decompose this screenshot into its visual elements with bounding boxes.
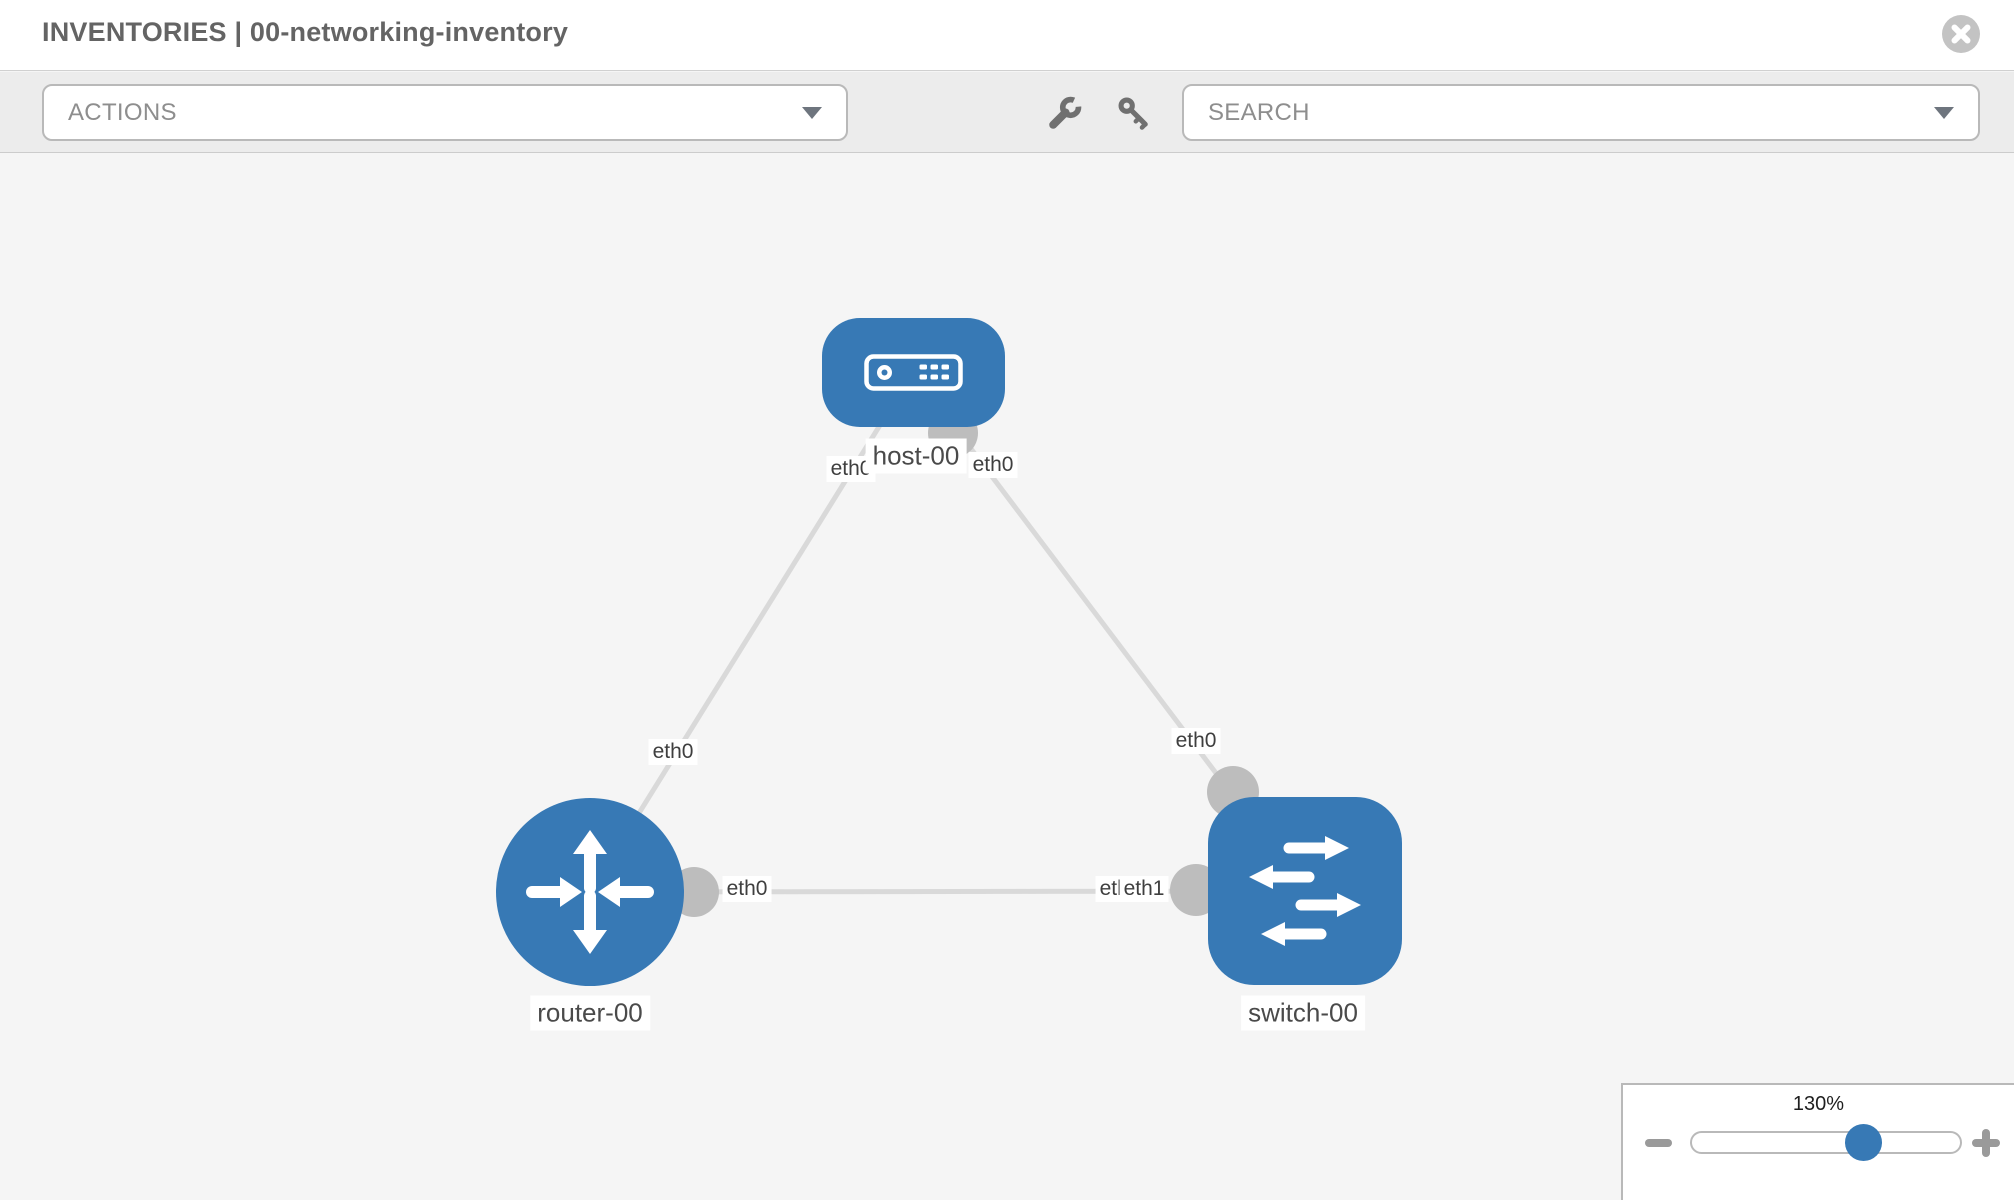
node-label-host-00: host-00	[865, 438, 967, 474]
wrench-icon	[1049, 93, 1087, 129]
node-label-router-00: router-00	[530, 995, 650, 1031]
topology-canvas[interactable]: eth0 eth0 eth0 eth0 eth0 eth0 eth1 host-…	[0, 153, 2014, 1200]
node-router-00[interactable]	[496, 798, 684, 986]
search-dropdown[interactable]: SEARCH	[1182, 84, 1980, 141]
actions-dropdown[interactable]: ACTIONS	[42, 84, 848, 141]
node-host-00[interactable]	[822, 318, 1005, 427]
node-label-switch-00: switch-00	[1241, 995, 1365, 1031]
key-button[interactable]	[1116, 95, 1152, 131]
toolbar: ACTIONS SEARCH	[0, 72, 2014, 153]
zoom-slider-handle[interactable]	[1845, 1124, 1882, 1161]
zoom-panel: 130%	[1621, 1083, 2014, 1200]
close-icon	[1951, 24, 1971, 44]
header: INVENTORIES | 00-networking-inventory	[0, 0, 2014, 71]
if-label-router-link-eth0: eth0	[648, 739, 698, 765]
host-icon	[864, 354, 963, 391]
router-icon	[526, 830, 654, 954]
zoom-level: 130%	[1792, 1093, 1845, 1115]
close-button[interactable]	[1942, 15, 1980, 53]
if-label-host-eth0-right: eth0	[968, 452, 1018, 478]
topology-svg	[496, 318, 1402, 986]
chevron-down-icon	[1934, 106, 1954, 119]
chevron-down-icon	[802, 106, 822, 119]
zoom-out-button[interactable]	[1645, 1139, 1672, 1147]
node-switch-00[interactable]	[1208, 797, 1402, 985]
key-icon	[1118, 97, 1148, 130]
wrench-button[interactable]	[1047, 93, 1087, 131]
page-title: INVENTORIES | 00-networking-inventory	[42, 17, 569, 47]
switch-icon	[1249, 836, 1361, 946]
if-label-router-eth0: eth0	[722, 876, 772, 902]
if-label-switch-link-eth0: eth0	[1171, 728, 1221, 754]
zoom-in-button[interactable]	[1972, 1129, 2000, 1157]
if-label-switch-eth1: eth1	[1119, 876, 1169, 902]
search-dropdown-label: SEARCH	[1208, 98, 1310, 126]
zoom-slider-track[interactable]	[1690, 1131, 1962, 1154]
actions-dropdown-label: ACTIONS	[68, 98, 177, 126]
